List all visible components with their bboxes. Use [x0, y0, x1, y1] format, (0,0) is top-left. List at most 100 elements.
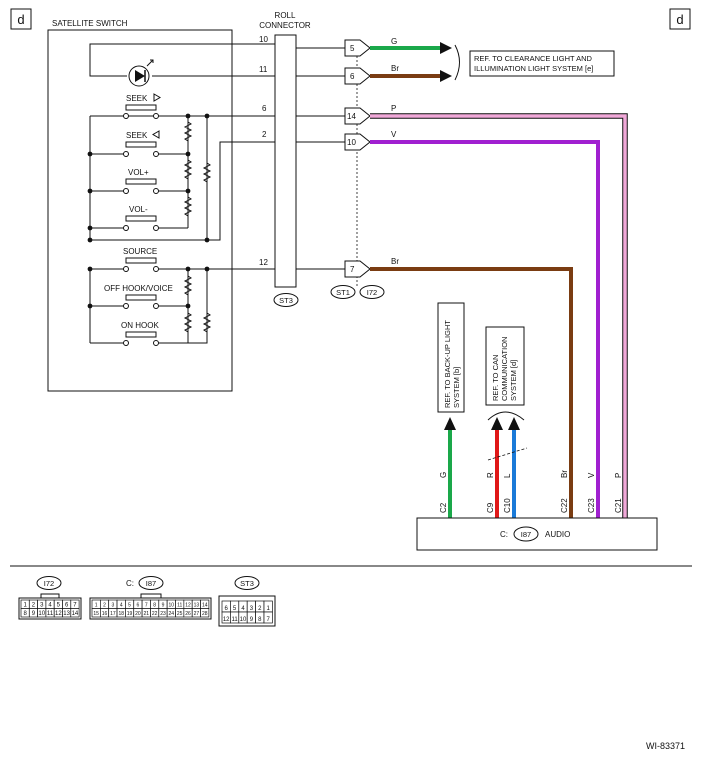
svg-text:5: 5	[350, 44, 355, 53]
roll-pin-6: 6	[262, 104, 267, 113]
roll-connector-title-1: ROLL	[275, 11, 296, 20]
pin-c2: C2	[439, 502, 448, 513]
resistor-ladder-lower	[183, 275, 212, 333]
svg-text:10: 10	[347, 138, 356, 147]
legend-i87-pin-label: 18	[118, 611, 124, 617]
legend-st3-pin-label: 5	[233, 606, 237, 612]
legend-i87-prefix: C:	[126, 579, 134, 588]
ref-can-box	[485, 326, 525, 406]
page-mark-right-box	[669, 8, 691, 30]
seek-up-label: SEEK	[126, 94, 148, 103]
legend-st3-pin-label: 1	[267, 606, 271, 612]
figure-id: WI-83371	[646, 741, 685, 751]
page-mark-left-box	[10, 8, 32, 30]
wire-label-br-top: Br	[391, 64, 399, 73]
legend-st3-pin-label: 9	[250, 617, 254, 623]
led-icon	[128, 59, 154, 87]
legend-i87-pin-label: 1	[95, 603, 98, 609]
legend-i87-pin-label: 26	[185, 611, 191, 617]
terminal-5: 5	[344, 39, 371, 57]
roll-connector-title-2: CONNECTOR	[259, 21, 311, 30]
vol-up-switch: VOL+	[123, 168, 159, 194]
legend-i72-pin-label: 1	[23, 603, 27, 609]
satellite-switch-title: SATELLITE SWITCH	[52, 19, 128, 28]
bottom-label-r: R	[486, 472, 495, 478]
legend-i72-pin-label: 9	[32, 611, 36, 617]
source-label: SOURCE	[123, 247, 157, 256]
legend-i72-pin-label: 8	[23, 611, 27, 617]
svg-text:6: 6	[350, 72, 355, 81]
off-hook-voice-label: OFF HOOK/VOICE	[104, 284, 173, 293]
page-mark-left: d	[17, 12, 24, 27]
legend-st3-cell	[263, 611, 273, 624]
legend-i72-pin-label: 13	[63, 611, 70, 617]
bottom-label-l: L	[503, 473, 512, 478]
off-hook-voice-switch: OFF HOOK/VOICE	[104, 284, 173, 309]
legend-i87-pin-label: 9	[162, 603, 165, 609]
ref-clearance-line1: REF. TO CLEARANCE LIGHT AND	[474, 54, 593, 63]
legend-i72-pin-label: 12	[55, 611, 62, 617]
legend-i87-pin-label: 19	[127, 611, 133, 617]
legend-i87-pin-label: 17	[110, 611, 116, 617]
ref-can-line2: COMMUNICATION	[500, 337, 509, 401]
legend-i87-pin-label: 28	[202, 611, 208, 617]
legend-i72-pin-label: 2	[32, 603, 36, 609]
terminal-14: 14	[344, 107, 371, 125]
legend-st3-name: ST3	[240, 579, 254, 588]
vol-down-label: VOL-	[129, 205, 148, 214]
legend-st3-pin-label: 6	[225, 606, 229, 612]
bottom-label-p: P	[614, 473, 623, 478]
legend-i87-pin-label: 16	[102, 611, 108, 617]
satellite-switch-box	[47, 29, 233, 392]
roll-pin-11: 11	[259, 65, 268, 74]
audio-prefix: C:	[500, 530, 508, 539]
legend-i87-pin-label: 10	[169, 603, 175, 609]
wire-brown	[370, 267, 573, 518]
triangle-left-icon	[152, 130, 160, 139]
connector-i72: I72	[367, 288, 377, 297]
roll-pin-10: 10	[259, 35, 268, 44]
wire-pink	[370, 114, 627, 518]
legend-i87-pin-label: 5	[128, 603, 131, 609]
wire-bracket	[454, 44, 460, 81]
pin-c21: C21	[614, 498, 623, 513]
resistor-ladder-upper	[183, 121, 212, 217]
ref-backup-line1: REF. TO BACK-UP LIGHT	[443, 320, 452, 408]
bottom-label-g: G	[439, 472, 448, 478]
legend-i72-pin-label: 4	[48, 603, 52, 609]
audio-unit-name: AUDIO	[545, 530, 570, 539]
svg-text:7: 7	[350, 265, 355, 274]
ref-can-line1: REF. TO CAN	[491, 355, 500, 401]
legend-i87-pin-label: 2	[103, 603, 106, 609]
seek-down-switch: SEEK	[123, 130, 160, 157]
wire-label-g: G	[391, 37, 397, 46]
legend-i87-pin-label: 14	[202, 603, 208, 609]
page-mark-right: d	[676, 12, 683, 27]
ref-clearance-line2: ILLUMINATION LIGHT SYSTEM [e]	[474, 64, 593, 73]
legend-st3-pin-label: 8	[258, 617, 262, 623]
legend-i72-pin-label: 5	[57, 603, 61, 609]
legend-i87-pin-label: 6	[137, 603, 140, 609]
seek-down-label: SEEK	[126, 131, 148, 140]
legend-st3-pin-label: 4	[241, 606, 245, 612]
connector-st1: ST1	[336, 288, 350, 297]
legend-i72-pin-label: 6	[65, 603, 69, 609]
legend-i87-pin-label: 4	[120, 603, 123, 609]
legend-i87-pin-label: 22	[152, 611, 158, 617]
legend-i87-pin-label: 8	[153, 603, 156, 609]
legend-i87-pin-label: 21	[143, 611, 149, 617]
roll-connector-body	[274, 34, 297, 288]
pin-c23: C23	[587, 498, 596, 513]
wire-label-p: P	[391, 104, 396, 113]
legend-st3-pin-label: 2	[258, 606, 262, 612]
legend-i87-name: I87	[146, 579, 156, 588]
terminal-7: 7	[344, 260, 371, 278]
legend-i72-pin-label: 14	[72, 611, 79, 617]
legend-i87-pin-label: 20	[135, 611, 141, 617]
pin-c9: C9	[486, 502, 495, 513]
svg-text:14: 14	[347, 112, 356, 121]
legend-i87-pin-label: 12	[185, 603, 191, 609]
terminal-6: 6	[344, 67, 371, 85]
source-switch: SOURCE	[123, 247, 159, 272]
